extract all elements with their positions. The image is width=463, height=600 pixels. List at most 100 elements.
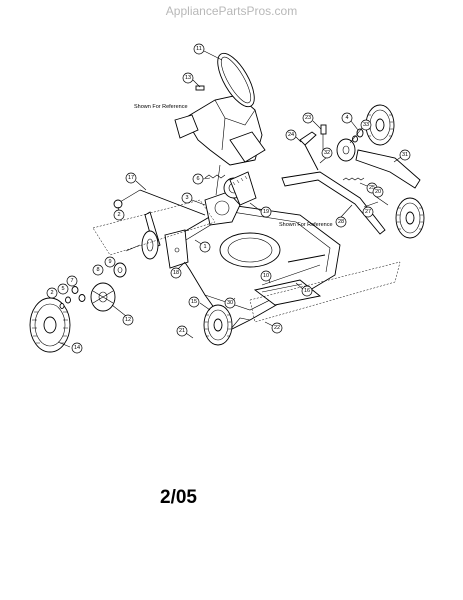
svg-text:15: 15 [191, 299, 197, 305]
callout-17: 17 [125, 172, 137, 184]
svg-text:32: 32 [324, 150, 330, 156]
svg-text:Shown For Reference: Shown For Reference [279, 222, 333, 228]
callout-1: 1 [199, 241, 211, 253]
link-rod [287, 254, 326, 263]
callout-27: 27 [362, 206, 374, 218]
callout-23: 23 [302, 112, 314, 124]
svg-text:18: 18 [173, 270, 179, 276]
wheel-front-left [29, 297, 71, 353]
wheel-front-right [203, 304, 233, 346]
svg-text:3: 3 [185, 195, 188, 201]
svg-text:12: 12 [125, 317, 131, 323]
svg-text:Shown For Reference: Shown For Reference [134, 104, 188, 110]
link-rod-2 [261, 264, 321, 286]
callout-21: 21 [176, 325, 188, 337]
callout-13: 13 [182, 72, 194, 84]
gear-rear [336, 138, 356, 162]
watermark: AppliancePartsPros.com [165, 4, 298, 18]
grip-31 [355, 149, 421, 189]
svg-text:16: 16 [304, 288, 310, 294]
callout-9: 9 [104, 256, 116, 268]
svg-text:8: 8 [96, 267, 99, 273]
svg-text:27: 27 [365, 209, 371, 215]
washer-rear [356, 128, 364, 138]
callout-2-top: 2 [113, 209, 125, 221]
svg-text:9: 9 [108, 259, 111, 265]
svg-text:20: 20 [375, 189, 381, 195]
drive-shaft-assembly [141, 211, 161, 260]
svg-text:13: 13 [185, 75, 191, 81]
callout-8: 8 [92, 264, 104, 276]
gear-left [113, 262, 127, 278]
callout-18: 18 [170, 267, 182, 279]
axle-bushing [113, 199, 123, 209]
svg-text:25: 25 [369, 185, 375, 191]
cam-gear [229, 171, 257, 206]
svg-text:5: 5 [61, 286, 64, 292]
callout-12: 12 [122, 314, 134, 326]
callout-24: 24 [285, 129, 297, 141]
callout-16: 16 [301, 285, 313, 297]
rear-flap [253, 279, 322, 306]
callout-6: 6 [192, 173, 204, 185]
nut-rear [352, 135, 358, 143]
svg-text:11: 11 [196, 46, 202, 52]
callout-3: 3 [181, 192, 193, 204]
svg-text:4: 4 [345, 115, 348, 121]
height-lever [299, 131, 319, 171]
shroud-bracket [174, 114, 199, 139]
svg-text:14: 14 [74, 345, 80, 351]
callout-33: 33 [360, 119, 372, 131]
callout-10: 10 [260, 270, 272, 282]
svg-text:33: 33 [363, 122, 369, 128]
engine-shroud [184, 94, 266, 166]
fasteners-left [59, 286, 86, 309]
svg-text:17: 17 [128, 175, 134, 181]
callout-19: 19 [260, 206, 272, 218]
svg-text:30: 30 [227, 300, 233, 306]
svg-text:10: 10 [263, 273, 269, 279]
svg-text:23: 23 [305, 115, 311, 121]
callout-14: 14 [71, 342, 83, 354]
callout-5: 5 [57, 283, 69, 295]
svg-text:2: 2 [117, 212, 120, 218]
callout-15: 15 [188, 296, 200, 308]
callout-30: 30 [224, 297, 236, 309]
wheel-rear-right [395, 197, 425, 239]
svg-text:28: 28 [338, 219, 344, 225]
callout-28: 28 [335, 216, 347, 228]
svg-text:24: 24 [288, 132, 294, 138]
hub-plate-left [90, 282, 116, 312]
mower-deck [169, 204, 341, 331]
svg-text:21: 21 [179, 328, 185, 334]
rear-axle-rod [139, 189, 206, 216]
adjuster-arm [281, 171, 386, 235]
spring-25 [342, 177, 365, 181]
callout-20: 20 [372, 186, 384, 198]
svg-text:22: 22 [274, 325, 280, 331]
spring [204, 174, 226, 179]
reference-label-left: Shown For Reference [134, 104, 188, 110]
svg-text:2: 2 [50, 290, 53, 296]
callout-7: 7 [66, 275, 78, 287]
belt-clip [195, 85, 205, 91]
svg-text:31: 31 [402, 152, 408, 158]
date-code: 2/05 [160, 487, 197, 508]
svg-text:19: 19 [263, 209, 269, 215]
callout-11: 11 [193, 43, 205, 55]
callout-2: 2 [46, 287, 58, 299]
height-adjust-plate [164, 229, 189, 269]
svg-text:6: 6 [196, 176, 199, 182]
svg-text:1: 1 [203, 244, 206, 250]
transmission [204, 164, 241, 226]
callout-32: 32 [321, 147, 333, 159]
drive-belt [217, 52, 255, 108]
callout-31: 31 [399, 149, 411, 161]
reference-outline-left [92, 199, 216, 256]
svg-text:7: 7 [70, 278, 73, 284]
reference-label-right: Shown For Reference [279, 222, 333, 228]
reference-outline-right [249, 261, 401, 323]
callout-22: 22 [271, 322, 283, 334]
callout-4: 4 [341, 112, 353, 124]
